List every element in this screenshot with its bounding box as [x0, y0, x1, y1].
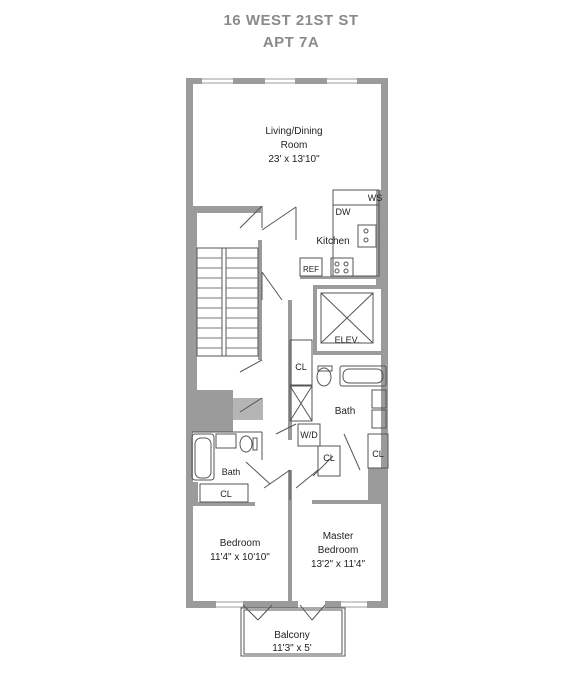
dw-label: DW — [336, 207, 351, 217]
ws-label: WS — [368, 193, 383, 203]
living-room-label-2: Room — [281, 140, 308, 151]
elevator-label: ELEV. — [335, 335, 360, 345]
master-bedroom-label-2: Bedroom — [318, 545, 359, 556]
closet-label-4: CL — [220, 489, 232, 499]
living-room-label-1: Living/Dining — [265, 126, 322, 137]
windows — [202, 78, 367, 608]
unit-title: APT 7A — [262, 34, 320, 51]
kitchen-label: Kitchen — [316, 236, 349, 247]
ref-label: REF — [303, 265, 319, 274]
bedroom-label: Bedroom — [220, 538, 261, 549]
living-room-size: 23' x 13'10" — [268, 154, 320, 165]
balcony-label: Balcony — [274, 630, 310, 641]
address-title: 16 WEST 21ST ST — [223, 12, 359, 29]
small-bath-label: Bath — [222, 467, 241, 477]
bedroom-size: 11'4" x 10'10" — [210, 552, 270, 563]
interior-lines — [191, 189, 389, 657]
master-bedroom-size: 13'2" x 11'4" — [311, 559, 366, 570]
main-bath-label: Bath — [335, 406, 356, 417]
closet-label-2: CL — [323, 453, 335, 463]
closet-label-3: CL — [372, 449, 384, 459]
closet-label-1: CL — [295, 362, 307, 372]
balcony-size: 11'3" x 5' — [272, 643, 312, 654]
master-bedroom-label-1: Master — [323, 531, 354, 542]
wd-label: W/D — [300, 430, 318, 440]
